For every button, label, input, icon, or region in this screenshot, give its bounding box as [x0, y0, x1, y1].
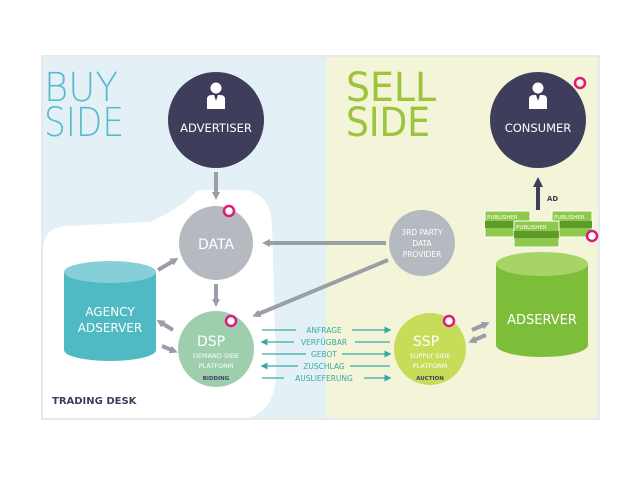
- adserver-node: ADSERVER: [496, 252, 588, 357]
- publisher-label: PUBLISHER: [554, 215, 585, 221]
- dsp-tag: BIDDING: [203, 376, 230, 382]
- dsp-subtitle-line1: DEMAND SIDE: [193, 352, 239, 360]
- consumer-node: CONSUMER: [490, 72, 587, 168]
- ad-label: AD: [547, 195, 558, 203]
- arrow-ssp-adserver-right: [471, 321, 490, 332]
- publisher-indicator-dot: [585, 229, 599, 243]
- arrow-agency-to-data: [156, 257, 179, 272]
- person-icon: [207, 82, 225, 109]
- trading-desk-label: TRADING DESK: [52, 396, 138, 407]
- ssp-indicator-dot: [442, 314, 456, 328]
- dsp-title: DSP: [197, 334, 225, 350]
- arrow-dsp-to-agency: [156, 319, 175, 332]
- sell-side-title-line1: SELL: [346, 65, 437, 111]
- advertiser-label: ADVERTISER: [180, 121, 252, 135]
- third-party-label-line1: 3RD PARTY: [401, 228, 443, 237]
- sell-side-title-line2: SIDE: [346, 100, 430, 146]
- person-icon: [529, 82, 547, 109]
- ssp-node: SSP SUPPLY SIDE PLATFORM AUCTION: [394, 313, 466, 385]
- third-party-label-line3: PROVIDER: [403, 250, 442, 259]
- data-node: DATA: [179, 204, 253, 280]
- agency-adserver-label-line2: ADSERVER: [78, 321, 142, 335]
- ssp-subtitle-line1: SUPPLY SIDE: [410, 352, 451, 360]
- flow-verfuegbar: VERFÜGBAR: [260, 338, 390, 347]
- flow-label: AUSLIEFERUNG: [295, 374, 353, 383]
- data-label: DATA: [198, 237, 234, 253]
- arrow-agency-to-dsp: [161, 344, 178, 354]
- buy-side-title-line2: SIDE: [44, 100, 124, 146]
- publisher-card: PUBLISHER: [513, 220, 560, 248]
- dsp-node: DSP DEMAND SIDE PLATFORM BIDDING: [178, 311, 254, 387]
- publisher-label: PUBLISHER: [516, 225, 547, 231]
- flow-label: ANFRAGE: [306, 326, 342, 335]
- flow-gebot: GEBOT: [262, 350, 392, 359]
- consumer-indicator-dot: [573, 76, 587, 90]
- flow-zuschlag: ZUSCHLAG: [260, 362, 390, 371]
- arrow-provider-to-dsp: [252, 258, 389, 318]
- adserver-label: ADSERVER: [507, 313, 577, 328]
- publisher-label: PUBLISHER: [487, 215, 518, 221]
- flow-label: VERFÜGBAR: [301, 338, 347, 347]
- ssp-title: SSP: [413, 334, 439, 350]
- consumer-label: CONSUMER: [505, 121, 572, 135]
- arrow-ssp-adserver-left: [468, 333, 487, 344]
- ssp-subtitle-line2: PLATFORM: [413, 362, 448, 370]
- publisher-cards: PUBLISHER PUBLISHER PUBLISHER: [484, 210, 599, 248]
- advertiser-node: ADVERTISER: [168, 72, 264, 168]
- agency-adserver-node: AGENCY ADSERVER: [64, 261, 156, 361]
- flow-label: GEBOT: [311, 350, 337, 359]
- third-party-data-provider-node: 3RD PARTY DATA PROVIDER: [389, 210, 455, 276]
- buy-side-title-line1: BUY: [44, 65, 118, 111]
- agency-adserver-label-line1: AGENCY: [85, 305, 135, 319]
- flow-anfrage: ANFRAGE: [262, 326, 392, 335]
- data-indicator-dot: [222, 204, 236, 218]
- ssp-tag: AUCTION: [416, 376, 444, 382]
- third-party-label-line2: DATA: [412, 239, 432, 248]
- dsp-indicator-dot: [224, 314, 238, 328]
- flow-auslieferung: AUSLIEFERUNG: [262, 374, 392, 383]
- flow-label: ZUSCHLAG: [303, 362, 345, 371]
- dsp-subtitle-line2: PLATFORM: [199, 362, 234, 370]
